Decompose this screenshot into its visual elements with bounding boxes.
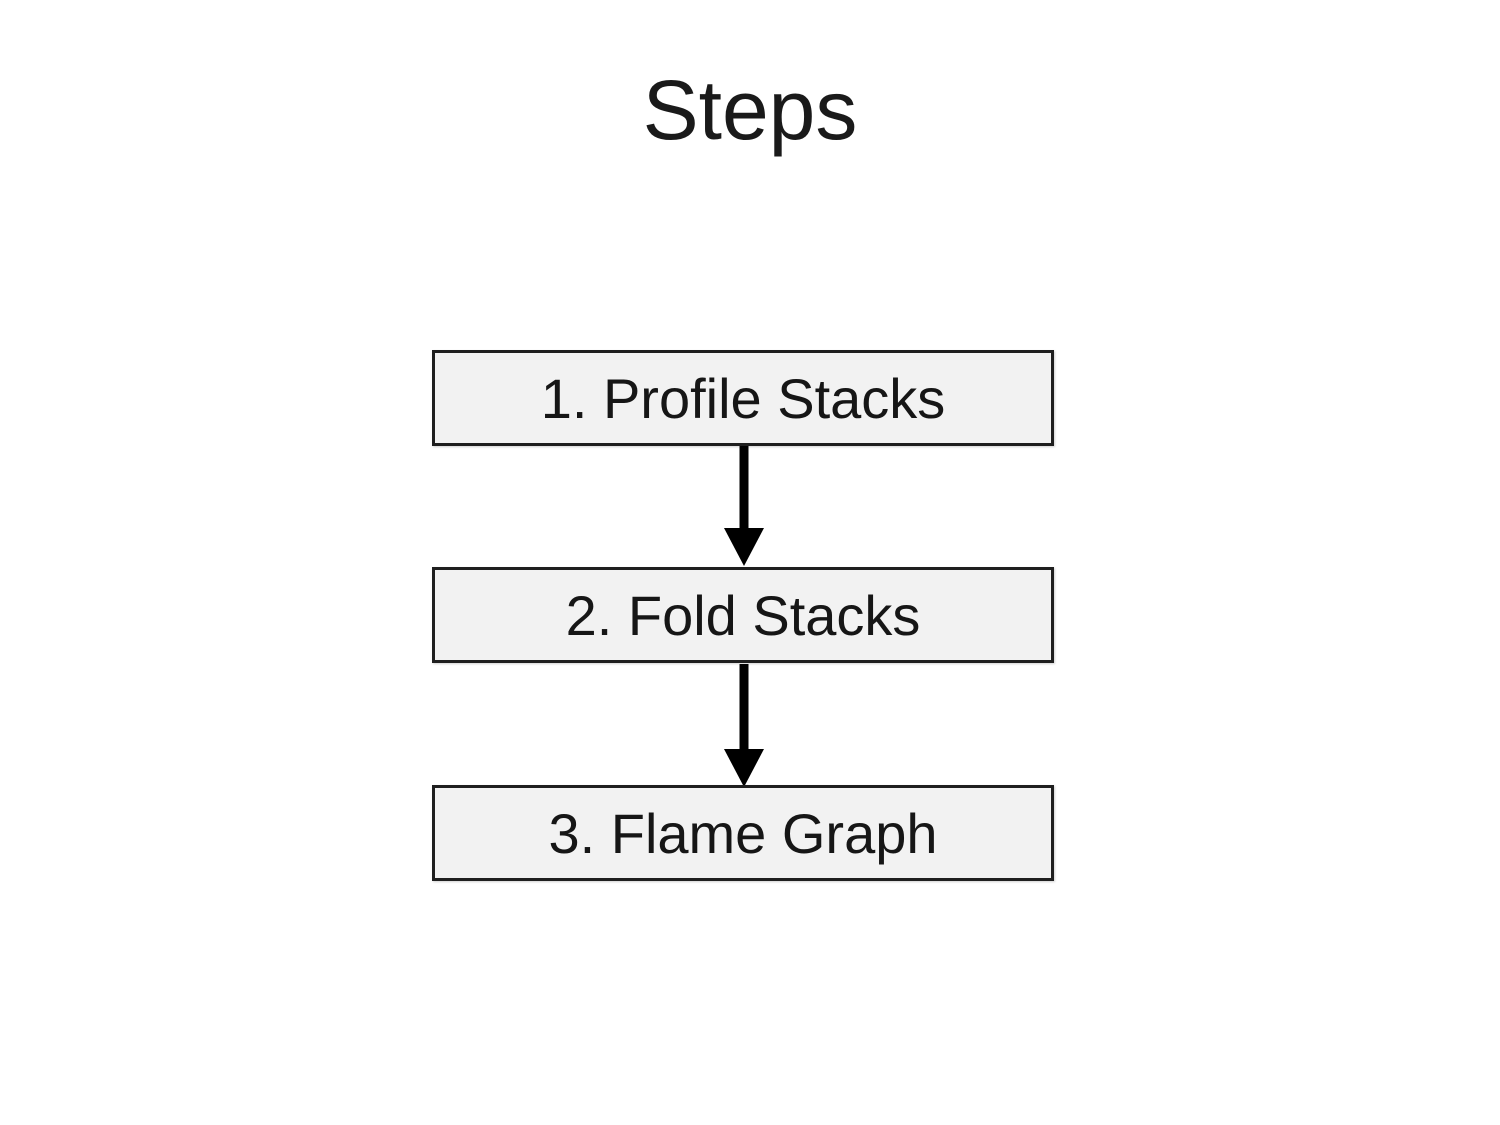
step-label: 1. Profile Stacks [540, 366, 946, 430]
step-box-fold-stacks: 2. Fold Stacks [432, 567, 1054, 663]
step-box-profile-stacks: 1. Profile Stacks [432, 350, 1054, 446]
step-label: 3. Flame Graph [548, 801, 938, 865]
step-label: 2. Fold Stacks [565, 583, 921, 647]
step-box-flame-graph: 3. Flame Graph [432, 785, 1054, 881]
arrow-down-icon [724, 664, 764, 787]
slide-title: Steps [642, 63, 858, 157]
arrow-down-icon [724, 446, 764, 566]
